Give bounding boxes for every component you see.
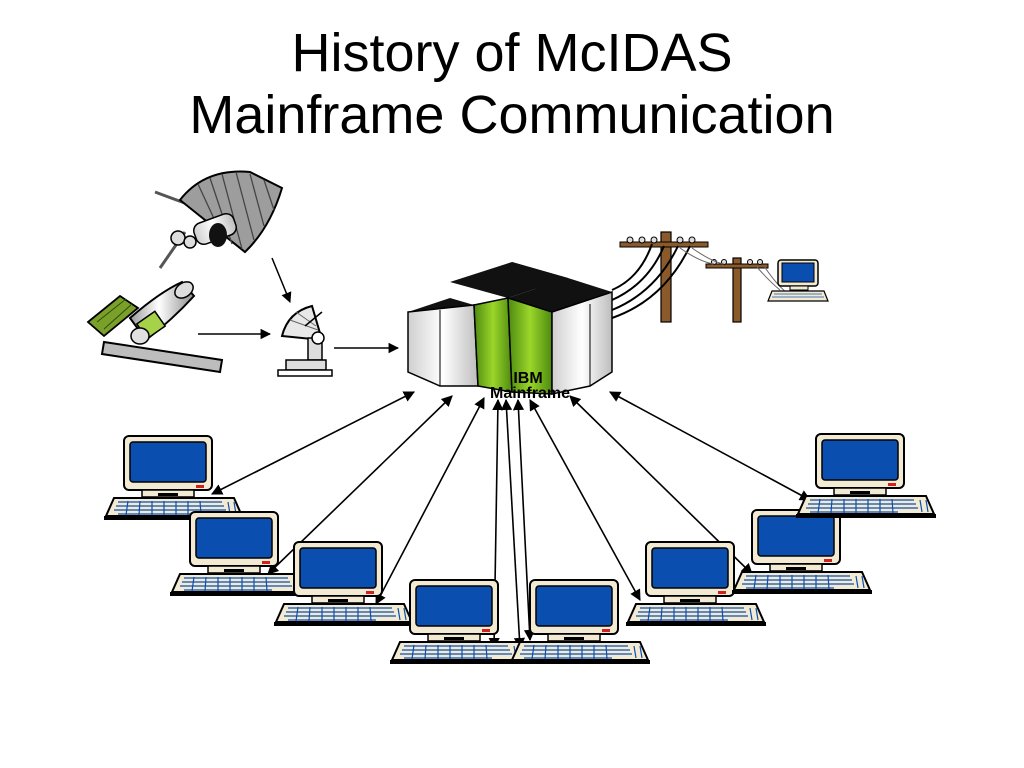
telephone-pole-icon [611, 231, 787, 323]
slide-title: History of McIDAS Mainframe Communicatio… [0, 22, 1024, 146]
satellite-icon [154, 170, 284, 269]
link-arrow [500, 398, 526, 650]
computer-terminal-icon [795, 433, 937, 519]
computer-terminal-icon [103, 435, 245, 521]
title-line-2: Mainframe Communication [189, 85, 835, 145]
link-arrow [529, 399, 641, 601]
link-arrow [609, 391, 811, 501]
computer-terminal-icon [389, 579, 531, 665]
link-arrow [211, 391, 415, 495]
link-arrow [512, 398, 536, 642]
mainframe-icon [407, 262, 613, 395]
mainframe-label-line-1: IBM [513, 370, 542, 387]
computer-terminal-icon [731, 509, 873, 595]
computer-terminal-icon [273, 541, 415, 627]
remote-terminal-icon [767, 259, 829, 302]
satellite-dish-icon [277, 304, 333, 377]
mainframe-label-line-2: Mainframe [490, 385, 570, 402]
satellite-icon [86, 280, 224, 374]
link-arrow [375, 397, 485, 605]
title-line-1: History of McIDAS [291, 23, 733, 83]
